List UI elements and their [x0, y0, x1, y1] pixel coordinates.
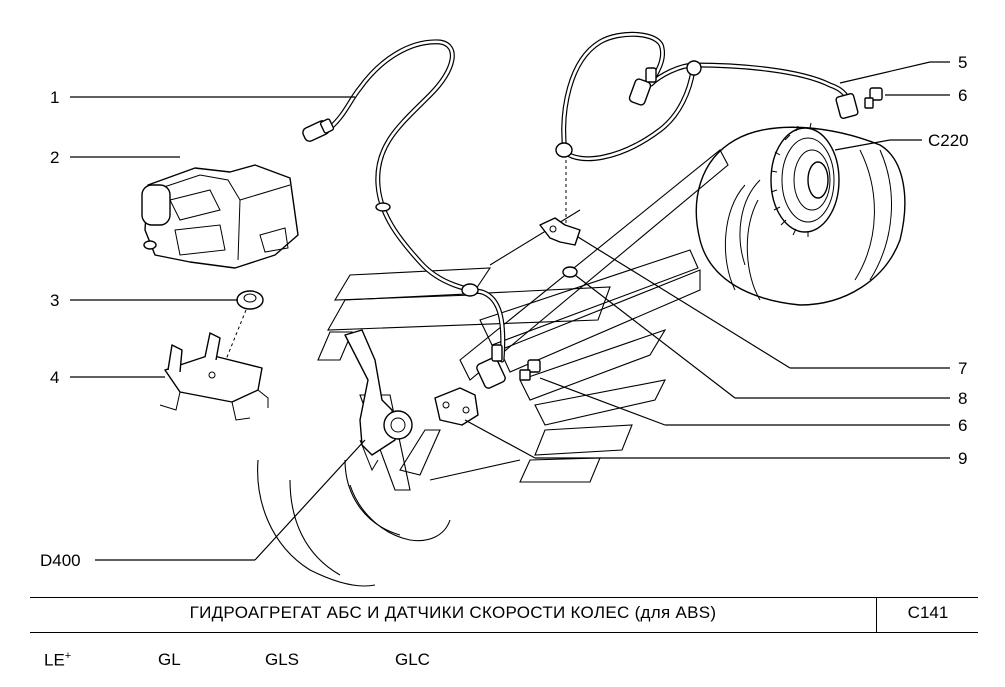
front-wheel [257, 459, 451, 587]
abs-bracket [159, 332, 269, 421]
callout-c220: C220 [928, 131, 969, 150]
callout-4: 4 [50, 368, 59, 387]
tone-ring [770, 127, 840, 233]
body-outline [317, 149, 729, 491]
title-bar [30, 597, 978, 633]
callout-8: 8 [958, 389, 967, 408]
rear-wheel [695, 122, 906, 306]
abs-hydraulic-unit [141, 164, 299, 269]
front-sensor-cable [302, 39, 506, 389]
callout-6-bottom: 6 [958, 416, 967, 435]
variant-le: LE+ [44, 650, 71, 671]
rear-sensor-cable [555, 31, 859, 162]
callout-2: 2 [50, 148, 59, 167]
grommet [224, 290, 264, 363]
rubber-plug [562, 266, 578, 278]
leader-lines [70, 61, 950, 561]
variant-label: LE [44, 650, 65, 670]
variant-gls: GLS [265, 650, 299, 670]
callout-9: 9 [958, 449, 967, 468]
callout-labels: 1 2 3 4 5 6 C220 7 8 6 9 D400 [40, 53, 969, 570]
section-code: C141 [907, 603, 949, 622]
sensor-holder [434, 387, 479, 426]
variant-label: GLS [265, 650, 300, 669]
callout-3: 3 [50, 291, 59, 310]
title-divider [876, 597, 877, 632]
variant-mark: + [64, 650, 72, 662]
page-title: ГИДРОАГРЕГАТ АБС И ДАТЧИКИ СКОРОСТИ КОЛЕ… [189, 603, 717, 622]
rear-bracket [539, 160, 581, 246]
callout-d400: D400 [40, 551, 81, 570]
callout-1: 1 [50, 88, 59, 107]
variant-glc: GLC [395, 650, 430, 670]
variant-label: GLC [395, 650, 430, 669]
variant-gl: GL [158, 650, 181, 670]
variant-label: GL [158, 650, 181, 669]
callout-7: 7 [958, 359, 967, 378]
callout-6-top: 6 [958, 86, 967, 105]
front-knuckle [344, 329, 413, 472]
bolt-front [519, 359, 541, 381]
callout-5: 5 [958, 53, 967, 72]
bolt-top [864, 87, 883, 109]
